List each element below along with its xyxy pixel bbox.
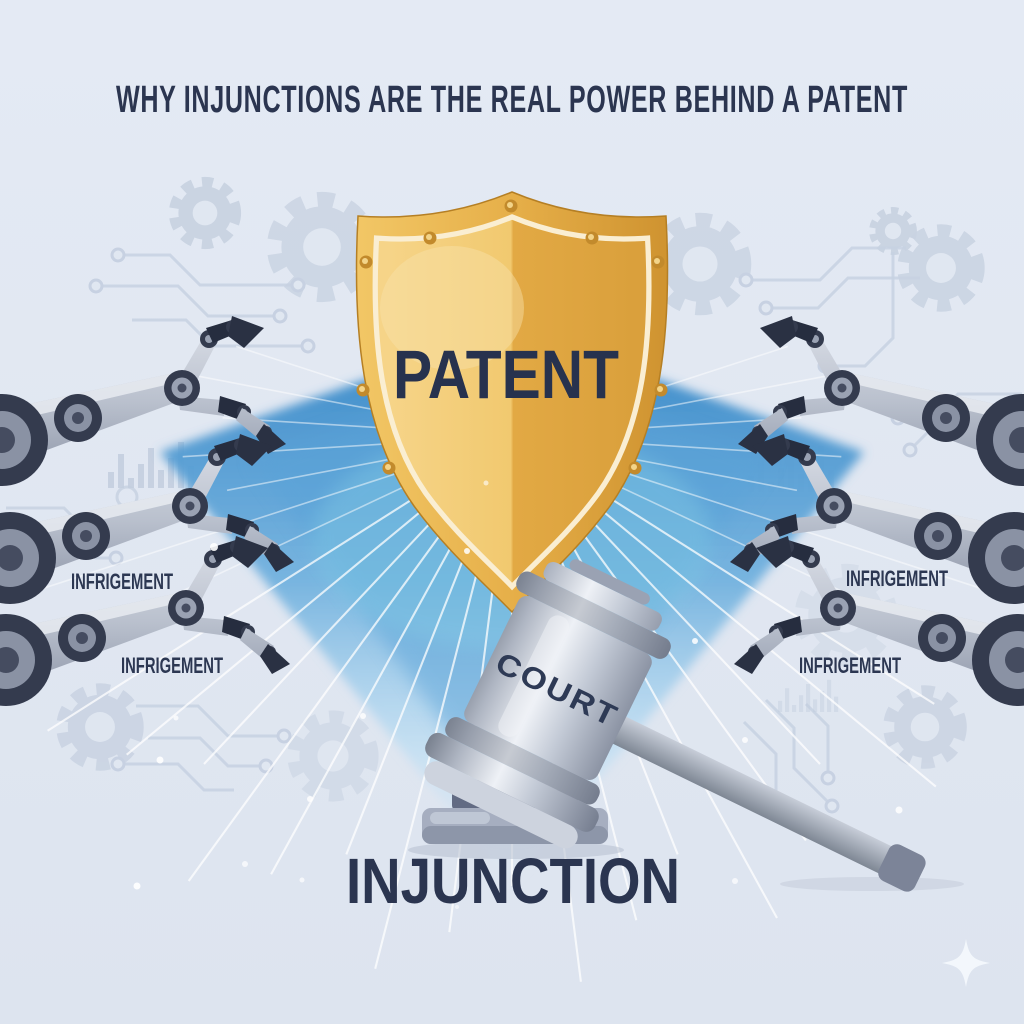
patent-shield: PATENT (355, 191, 669, 613)
injunction-label: INJUNCTION (346, 845, 680, 917)
shield-rivets (356, 199, 668, 475)
gavel-handle (603, 714, 919, 885)
shield-highlight (380, 246, 524, 370)
infringement-label-right-top: INFRIGEMENT (846, 566, 948, 591)
gavel-mallet-face (424, 761, 578, 849)
gavel: COURT (424, 559, 964, 892)
glow-dots (133, 480, 903, 909)
sparkle-icon (942, 939, 990, 987)
infringement-label-left-top: INFRIGEMENT (71, 569, 173, 594)
shield-label: PATENT (393, 336, 619, 413)
infringement-label-left-bottom: INFRIGEMENT (121, 653, 223, 678)
gavel-handle-shadow (780, 877, 964, 891)
poster-title: WHY INJUNCTIONS ARE THE REAL POWER BEHIN… (116, 79, 908, 121)
infringement-label-right-bottom: INFRIGEMENT (799, 653, 901, 678)
